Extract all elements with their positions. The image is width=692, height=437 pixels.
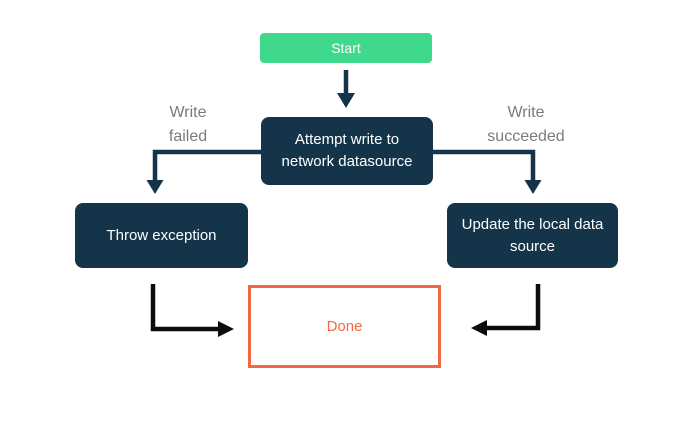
node-done: Done — [248, 285, 441, 368]
node-start-label: Start — [331, 40, 361, 56]
edge-label-write-failed: Write failed — [168, 104, 208, 145]
node-throw-exception-label: Throw exception — [106, 226, 217, 244]
arrowhead-attempt-to-throw — [146, 180, 164, 194]
node-start: Start — [260, 33, 432, 63]
node-done-label: Done — [326, 318, 363, 335]
node-attempt-write-label: Attempt write to network datasource — [281, 131, 413, 170]
node-attempt-write: Attempt write to network datasource — [261, 117, 433, 185]
arrow-update-to-done — [486, 284, 541, 331]
edge-label-write-succeeded: Write succeeded — [487, 104, 565, 145]
arrow-attempt-to-update — [433, 149, 536, 181]
arrow-attempt-to-throw — [152, 149, 261, 181]
node-update-local-data-label: Update the local data source — [461, 215, 604, 255]
node-throw-exception: Throw exception — [75, 203, 248, 268]
arrowhead-start-to-attempt — [337, 93, 355, 108]
arrow-throw-to-done — [150, 284, 219, 332]
arrowhead-update-to-done — [471, 320, 487, 336]
arrowhead-attempt-to-update — [524, 180, 542, 194]
arrowhead-throw-to-done — [218, 321, 234, 337]
node-update-local-data: Update the local data source — [447, 203, 618, 268]
